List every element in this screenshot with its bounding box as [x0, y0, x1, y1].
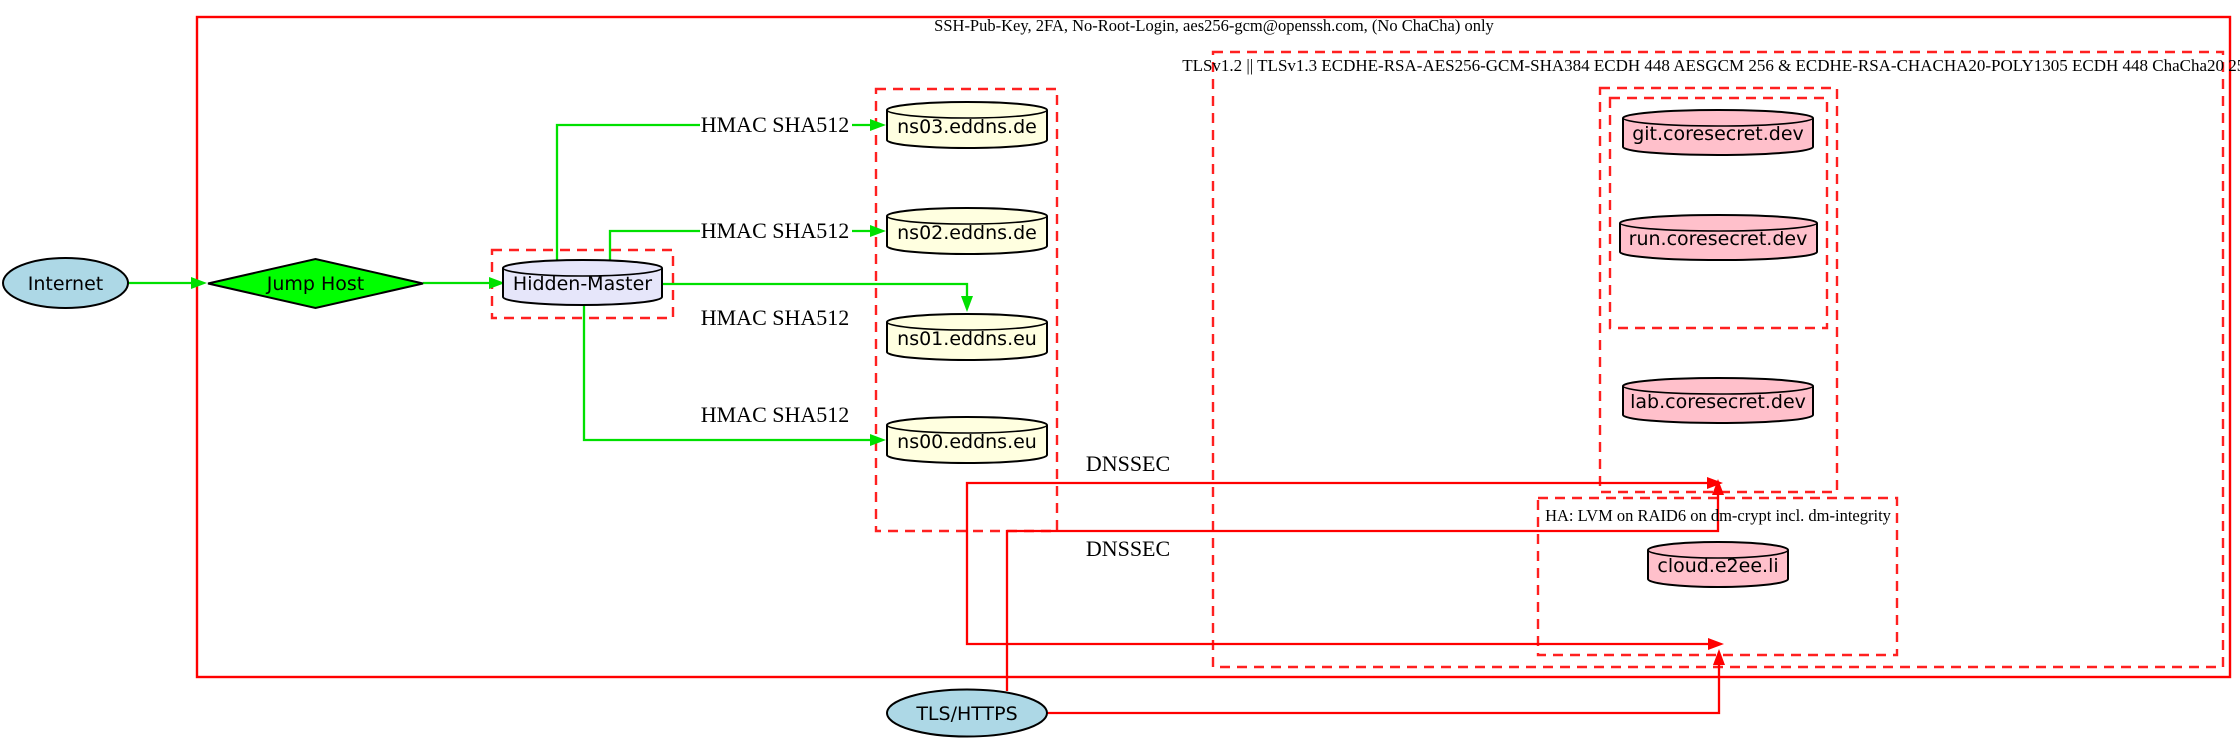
arrowhead-nameservers-lab — [1707, 477, 1723, 489]
cluster-lab-box — [1598, 86, 1839, 494]
arrowhead-hiddenmaster-ns00 — [870, 434, 886, 446]
node-internet-label: Internet — [28, 273, 103, 295]
node-ns03-label: ns03.eddns.de — [897, 116, 1037, 138]
node-tls-https-label: TLS/HTTPS — [915, 703, 1017, 725]
edge-tlshttps-lab — [1005, 495, 1720, 691]
node-cloud-label: cloud.e2ee.li — [1657, 555, 1778, 577]
node-ns02-label: ns02.eddns.de — [897, 222, 1037, 244]
node-jump-host-label: Jump Host — [266, 273, 365, 295]
ns02-cylinder-lid — [886, 215, 1048, 225]
run-cylinder-lid — [1619, 222, 1818, 232]
hidden-master-cylinder-lid — [502, 267, 663, 277]
node-ns02: ns02.eddns.de — [886, 207, 1048, 255]
arrowhead-nameservers-ha — [1708, 638, 1724, 650]
ns00-cylinder — [886, 416, 1048, 464]
cluster-nameservers-box — [874, 87, 1059, 533]
ns00-cylinder-lid — [886, 424, 1048, 434]
ns01-cylinder-lid — [886, 321, 1048, 331]
cluster-tls-label: TLSv1.2 || TLSv1.3 ECDHE-RSA-AES256-GCM-… — [1182, 56, 2240, 75]
edge-label-dnssec-bottom: DNSSEC — [1086, 536, 1170, 561]
node-tls-https: TLS/HTTPS — [886, 688, 1048, 738]
node-git-label: git.coresecret.dev — [1632, 123, 1804, 145]
arrowhead-jumphost-hiddenmaster — [489, 277, 505, 289]
node-cloud: cloud.e2ee.li — [1647, 541, 1789, 588]
node-internet: Internet — [2, 257, 129, 309]
node-ns00-label: ns00.eddns.eu — [897, 431, 1037, 453]
node-run: run.coresecret.dev — [1619, 214, 1818, 261]
cluster-ssh-box — [195, 15, 2232, 679]
run-cylinder — [1619, 214, 1818, 261]
edge-tlshttps-ha — [1047, 665, 1721, 715]
lab-cylinder-lid — [1622, 385, 1814, 395]
edge-label-hmac-ns03: HMAC SHA512 — [701, 112, 850, 137]
node-ns01: ns01.eddns.eu — [886, 313, 1048, 361]
node-ns03: ns03.eddns.de — [886, 101, 1048, 149]
node-lab-label: lab.coresecret.dev — [1630, 391, 1806, 413]
arrowhead-hiddenmaster-ns02 — [870, 225, 886, 237]
edge-hiddenmaster-ns01 — [662, 282, 969, 297]
edge-label-hmac-ns01: HMAC SHA512 — [701, 305, 850, 330]
edge-label-hmac-ns00: HMAC SHA512 — [701, 402, 850, 427]
node-jump-host: Jump Host — [207, 257, 424, 310]
edge-nameservers-lab-dnssec — [965, 481, 1707, 531]
hidden-master-cylinder — [502, 259, 663, 306]
edge-label-hmac-ns02: HMAC SHA512 — [701, 218, 850, 243]
lab-cylinder — [1622, 377, 1814, 424]
hmac-ns02-label-bg — [700, 220, 852, 244]
arrowhead-internet-jumphost — [191, 277, 207, 289]
node-ns00: ns00.eddns.eu — [886, 416, 1048, 464]
node-git: git.coresecret.dev — [1622, 109, 1814, 156]
node-hidden-master: Hidden-Master — [502, 259, 663, 306]
cluster-boxes — [195, 15, 2232, 679]
node-lab: lab.coresecret.dev — [1622, 377, 1814, 424]
edge-nameservers-ha-dnssec — [965, 531, 1708, 646]
edge-hiddenmaster-ns00 — [582, 303, 871, 442]
cluster-gitrun-box — [1608, 96, 1829, 330]
ns01-cylinder — [886, 313, 1048, 361]
ns03-cylinder — [886, 101, 1048, 149]
node-ns01-label: ns01.eddns.eu — [897, 328, 1037, 350]
node-run-label: run.coresecret.dev — [1629, 228, 1808, 250]
arrowhead-hiddenmaster-ns01 — [961, 296, 973, 312]
edge-label-dnssec-top: DNSSEC — [1086, 451, 1170, 476]
ns03-cylinder-lid — [886, 109, 1048, 119]
arrowhead-tlshttps-ha — [1713, 649, 1725, 665]
hmac-ns03-label-bg — [700, 114, 852, 138]
internet-ellipse — [2, 257, 129, 309]
tls-https-ellipse — [886, 688, 1048, 738]
red-edges — [965, 477, 1725, 715]
arrowhead-tlshttps-lab — [1712, 479, 1724, 495]
cloud-cylinder — [1647, 541, 1789, 588]
jump-host-diamond — [207, 257, 424, 310]
cluster-ha-label: HA: LVM on RAID6 on dm-crypt incl. dm-in… — [1545, 506, 1892, 525]
ns02-cylinder — [886, 207, 1048, 255]
git-cylinder — [1622, 109, 1814, 156]
cluster-ssh-label: SSH-Pub-Key, 2FA, No-Root-Login, aes256-… — [934, 16, 1494, 35]
cloud-cylinder-lid — [1647, 549, 1789, 559]
node-hidden-master-label: Hidden-Master — [513, 273, 652, 295]
git-cylinder-lid — [1622, 117, 1814, 127]
arrowhead-hiddenmaster-ns03 — [870, 119, 886, 131]
